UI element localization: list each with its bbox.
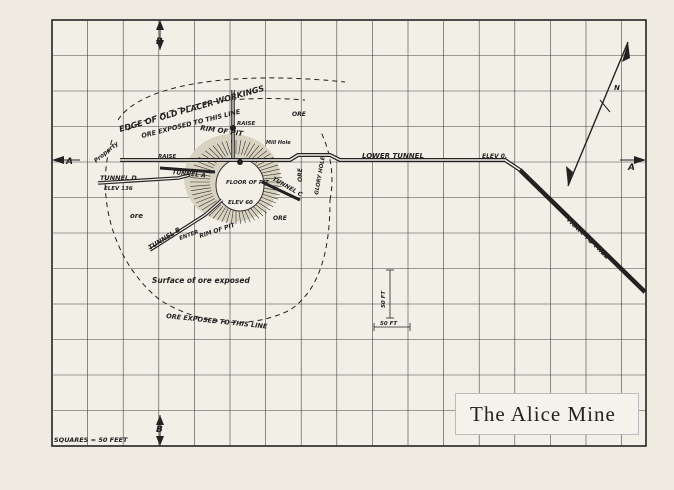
pit-hatch-line: [261, 172, 282, 177]
label-ore-3: ORE: [273, 215, 288, 222]
pit-hatch-line: [196, 160, 214, 169]
pit-hatch-line: [230, 209, 234, 224]
map-title: The Alice Mine: [470, 402, 616, 426]
label-tunnel-d: TUNNEL D: [100, 174, 137, 182]
section-b-top-marker: [156, 20, 164, 50]
section-a-right-marker: [620, 156, 646, 164]
scale-note: SQUARES = 50 FEET: [54, 436, 128, 444]
pit-hatch-line: [221, 208, 229, 223]
label-floor-elev: ELEV 60: [228, 200, 253, 206]
pit-hatch-line: [238, 140, 242, 155]
label-a-left: A: [65, 157, 73, 167]
label-floor-of-pit: FLOOR OF PIT: [226, 180, 270, 186]
grid: [52, 20, 646, 446]
pit-hatch-line: [190, 184, 211, 187]
pit-hatch-line: [248, 145, 260, 158]
pit-hatch-line: [241, 140, 246, 155]
pit-hatch-line: [258, 160, 276, 169]
label-surface-exposed: Surface of ore exposed: [152, 276, 250, 285]
pit-hatch-line: [260, 190, 280, 196]
label-ore-1: ORE: [292, 111, 307, 118]
label-ore-2: ORE: [297, 167, 304, 182]
dimension-horizontal: [373, 323, 411, 331]
label-ore-4: ore: [130, 212, 143, 220]
label-b-bottom: B: [156, 425, 163, 435]
pit-hatch-line: [208, 147, 221, 160]
raise-head: [230, 125, 236, 131]
label-dim-horizontal: 50 FT: [380, 321, 398, 327]
label-b-top: B: [156, 37, 163, 47]
pit-hatch-line: [196, 195, 214, 204]
ore-limit-top-line: [127, 98, 306, 131]
label-dim-vertical: 50 FT: [381, 290, 387, 308]
label-a-right: A: [627, 163, 635, 173]
label-mill-hole: Mill Hole: [266, 140, 291, 146]
label-raise-top: RAISE: [237, 121, 255, 127]
tunnel-a: [159, 166, 216, 174]
tram-line: [518, 168, 647, 294]
pit-hatch-line: [190, 187, 211, 192]
label-lower-tunnel: LOWER TUNNEL: [362, 152, 424, 160]
pit-hatch-line: [190, 177, 211, 180]
dimension-vertical: [386, 269, 394, 319]
pit-hatch-line: [212, 145, 224, 158]
label-tunnel-a: TUNNEL A: [172, 169, 207, 180]
label-elev-136: ELEV 136: [104, 186, 133, 192]
pit-hatch-line: [212, 206, 224, 219]
pit-hatch-line: [217, 143, 226, 157]
pit-hatch-line: [192, 190, 212, 196]
pit-hatch-line: [261, 177, 282, 180]
pit: [184, 134, 282, 224]
pit-hatch-line: [238, 209, 242, 224]
pit-hatch-line: [226, 140, 231, 155]
pit-hatch-line: [217, 207, 226, 221]
section-a-left-marker: [52, 156, 80, 164]
title-box: [455, 393, 639, 435]
pit-hatch-line: [243, 141, 251, 156]
pit-hatch-line: [221, 141, 229, 156]
label-north: N: [614, 84, 620, 92]
pit-hatch-line: [251, 147, 264, 160]
pit-hatch-line: [193, 193, 213, 200]
pit-hatch-line: [260, 168, 280, 174]
ore-limit-outer-line: [104, 139, 331, 323]
ore-limit-right-line: [319, 129, 333, 201]
pit-hatch-line: [201, 200, 217, 211]
label-elev-0: ELEV 0.: [482, 153, 507, 160]
north-arrow-icon: [566, 41, 630, 187]
pit-hatch-line: [190, 172, 211, 177]
section-b-bottom-marker: [156, 415, 164, 446]
pit-hatch-line: [259, 164, 279, 171]
label-raise-left: RAISE: [158, 154, 176, 160]
pit-hatch-line: [208, 204, 221, 217]
pit-hatch-line: [226, 209, 231, 224]
mill-hole: [237, 159, 243, 165]
pit-hatch-line: [193, 164, 213, 171]
pit-hatch-line: [246, 143, 255, 157]
pit-hatch-line: [241, 209, 246, 224]
pit-hatch-line: [198, 198, 216, 207]
tunnel-c: [261, 180, 301, 202]
